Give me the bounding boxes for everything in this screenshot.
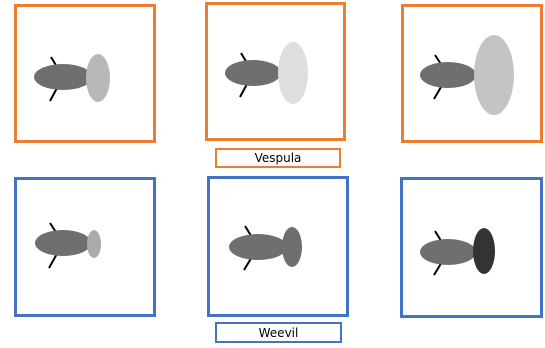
vespula-panel-1 (14, 4, 156, 143)
insect-figure (420, 35, 514, 115)
vespula-panel-3 (401, 4, 543, 143)
insect-head (282, 227, 302, 267)
insect-head (473, 228, 495, 274)
weevil-panel-3 (400, 177, 543, 318)
insect-body (420, 62, 476, 88)
insect-figure (34, 54, 110, 102)
insect-body (34, 64, 92, 90)
insect-figure (229, 225, 302, 271)
insect-figure (35, 222, 101, 269)
insect-figure (420, 228, 495, 276)
insect-body (229, 234, 287, 260)
vespula-label: Vespula (215, 148, 341, 168)
insect-body (35, 230, 91, 256)
insect-head (474, 35, 514, 115)
insect-body (225, 60, 281, 86)
weevil-label: Weevil (215, 322, 342, 343)
insect-head (86, 54, 110, 102)
insect-head (278, 42, 308, 104)
insect-head (87, 230, 101, 258)
insect-body (420, 239, 476, 265)
weevil-panel-1 (14, 177, 156, 317)
vespula-panel-2 (205, 2, 346, 141)
insect-figure (225, 42, 308, 104)
weevil-panel-2 (207, 176, 349, 317)
